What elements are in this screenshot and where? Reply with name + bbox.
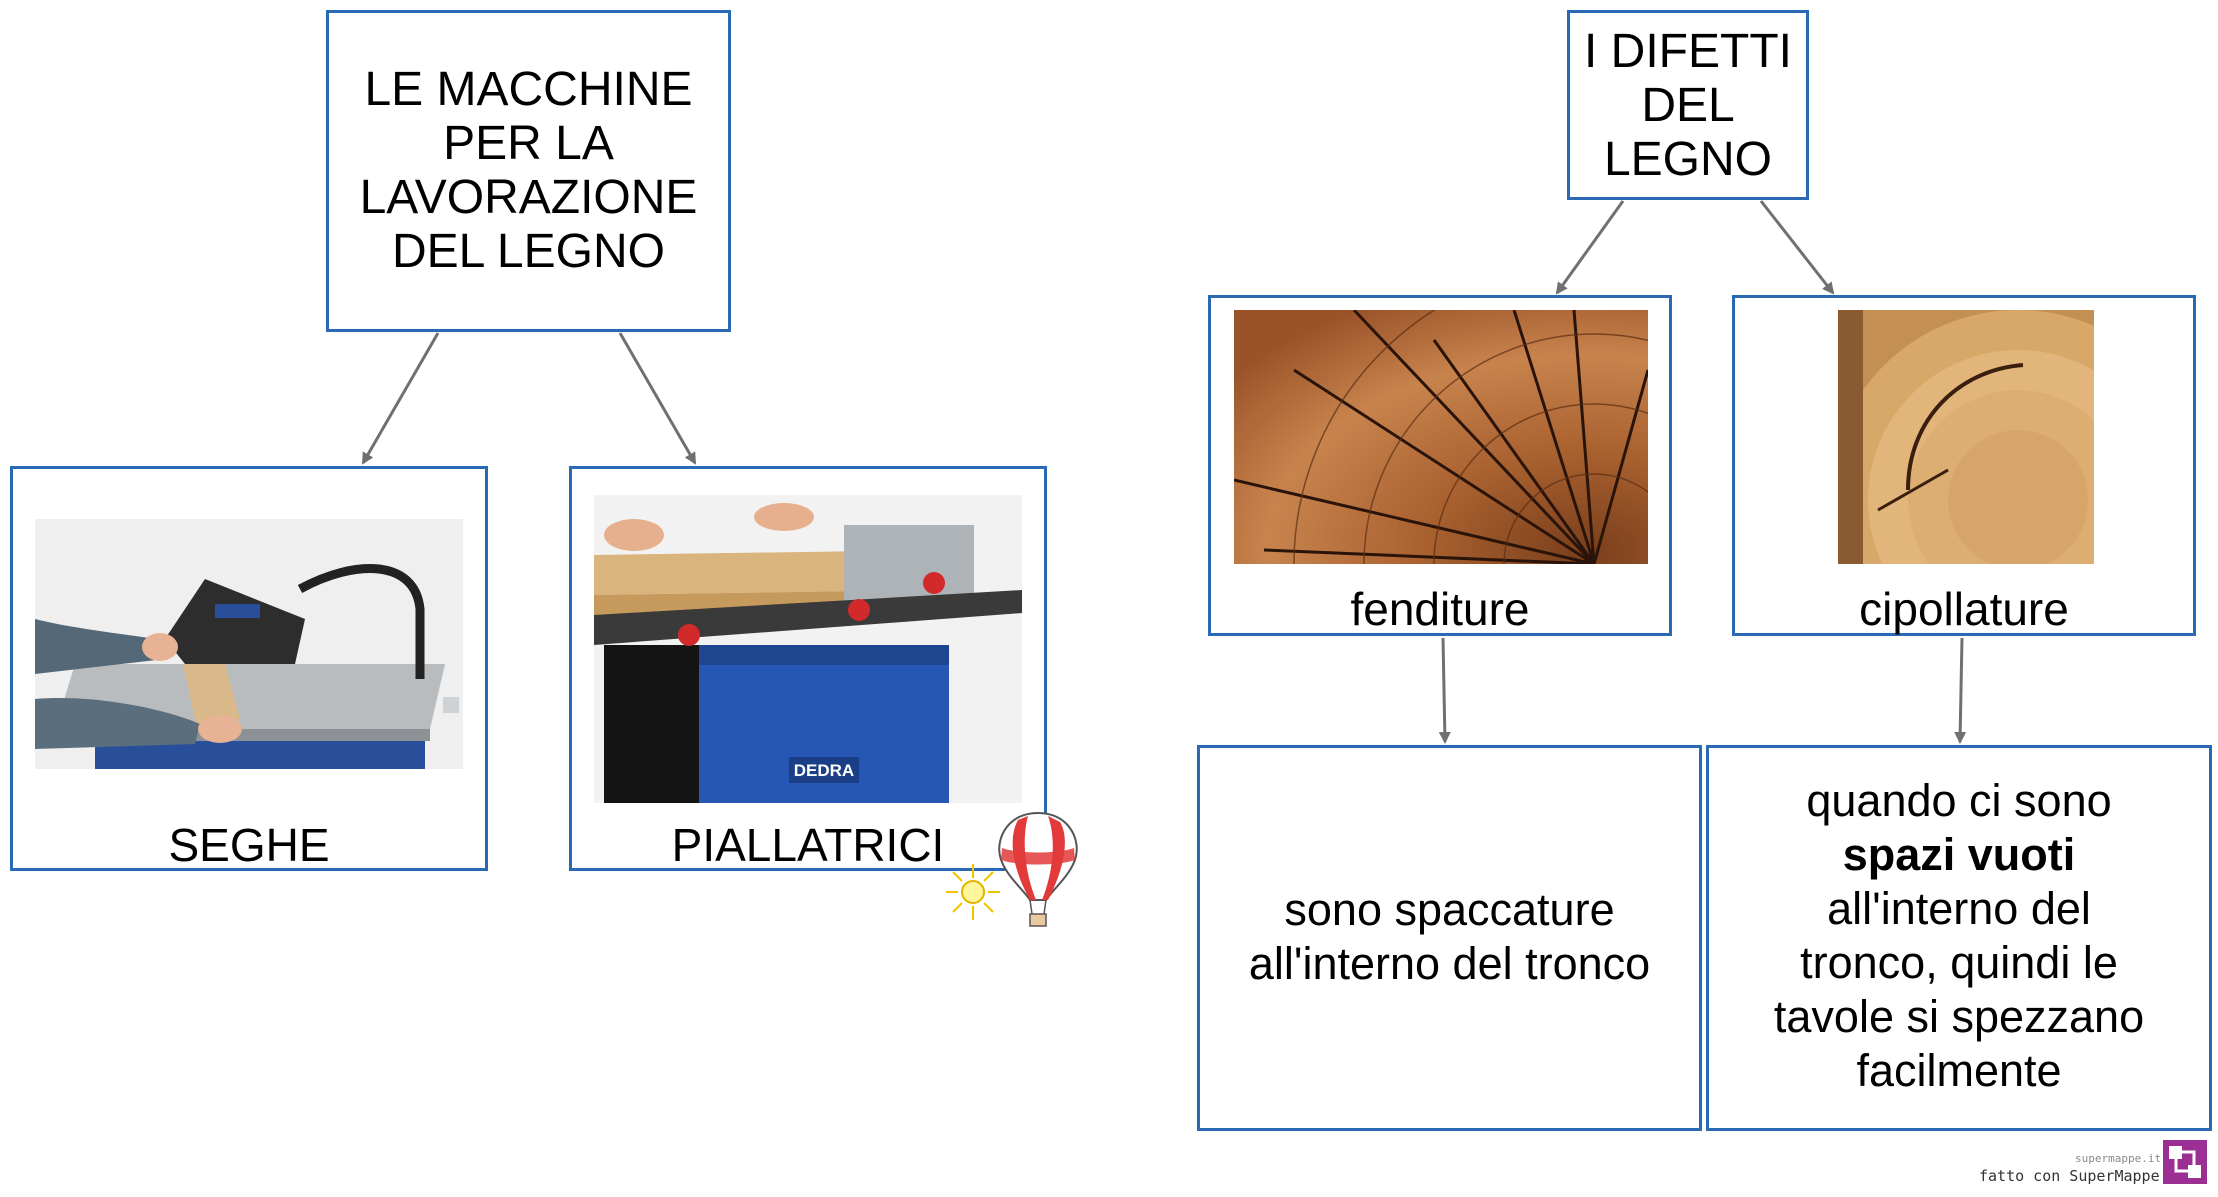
arrow-to-cipollature [1759, 200, 1835, 295]
machines-title: LE MACCHINE PER LA LAVORAZIONE DEL LEGNO [359, 63, 698, 278]
seghe-node[interactable]: SEGHE [10, 466, 488, 871]
arrow-to-seghe [361, 332, 440, 465]
fenditure-description-box[interactable]: sono spaccature all'interno del tronco [1197, 745, 1702, 1131]
seghe-label: SEGHE [168, 819, 330, 871]
spazi-vuoti-emphasis: spazi vuoti [1842, 829, 2076, 880]
ring-shake-wood-photo [1838, 310, 2094, 564]
fenditure-label: fenditure [1350, 583, 1530, 635]
cipollature-node[interactable]: cipollature [1732, 295, 2196, 636]
cracked-wood-photo [1234, 310, 1648, 564]
arrow-to-cipollature-desc [1954, 637, 1967, 744]
footer-site[interactable]: supermappe.it [2075, 1152, 2162, 1165]
arrow-to-fenditure-desc [1438, 637, 1451, 744]
machines-title-box[interactable]: LE MACCHINE PER LA LAVORAZIONE DEL LEGNO [326, 10, 731, 332]
cipollature-description-box[interactable]: quando ci sono spazi vuoti all'interno d… [1706, 745, 2212, 1131]
planer-brand: DEDRA [794, 761, 854, 780]
defects-title: I DIFETTI DEL LEGNO [1584, 25, 1792, 186]
footer-made-with[interactable]: fatto con SuperMappe [1979, 1167, 2160, 1185]
cipollature-label: cipollature [1859, 583, 2069, 635]
defects-title-box[interactable]: I DIFETTI DEL LEGNO [1567, 10, 1809, 200]
supermappe-logo-icon[interactable] [2163, 1140, 2207, 1184]
piallatrici-node[interactable]: DEDRA PIALLATRICI [569, 466, 1047, 871]
hot-air-balloon-icon [946, 811, 1078, 927]
planer-photo: DEDRA [594, 495, 1022, 803]
fenditure-node[interactable]: fenditure [1208, 295, 1672, 636]
fenditure-description: sono spaccature all'interno del tronco [1248, 884, 1651, 989]
table-saw-photo [35, 519, 463, 769]
arrow-to-piallatrici [618, 332, 697, 465]
piallatrici-label: PIALLATRICI [671, 819, 945, 871]
cipollature-description: quando ci sono spazi vuoti all'interno d… [1773, 775, 2145, 1096]
arrow-to-fenditure [1555, 200, 1625, 295]
